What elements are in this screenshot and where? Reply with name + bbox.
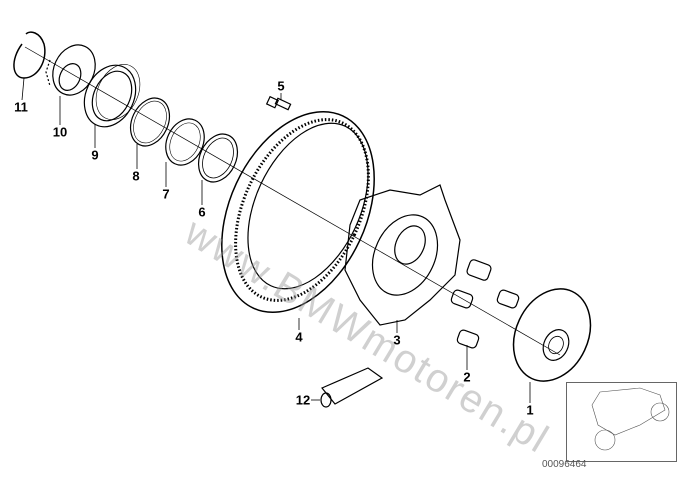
leader-lines: [21, 77, 531, 403]
part-1-flange: [512, 288, 592, 382]
part-12-grease-tube: [320, 367, 384, 408]
motorcycle-inset-icon: [591, 387, 670, 451]
model-inset-frame: [566, 382, 677, 462]
callout-2: 2: [463, 369, 471, 385]
callout-9: 9: [91, 147, 99, 163]
callout-10: 10: [52, 124, 68, 140]
callout-7: 7: [162, 186, 170, 202]
diagram-code: 00096464: [542, 459, 587, 470]
part-2-dampers: [450, 259, 520, 349]
part-4-ring-gear: [221, 110, 375, 314]
part-7-circlip: [165, 118, 205, 166]
callout-1: 1: [526, 402, 534, 418]
callout-6: 6: [198, 204, 206, 220]
part-5-bolt: [265, 95, 292, 111]
callout-12: 12: [295, 392, 311, 408]
part-9-bearing: [83, 64, 141, 128]
part-11-circlip: [13, 31, 46, 79]
callout-11: 11: [14, 99, 28, 115]
callout-3: 3: [393, 332, 401, 348]
part-3-hub: [344, 184, 461, 326]
callout-5: 5: [277, 78, 285, 94]
part-8-ring: [129, 97, 171, 147]
callout-8: 8: [132, 168, 140, 184]
part-6-seal: [197, 133, 239, 183]
callout-4: 4: [295, 329, 303, 345]
